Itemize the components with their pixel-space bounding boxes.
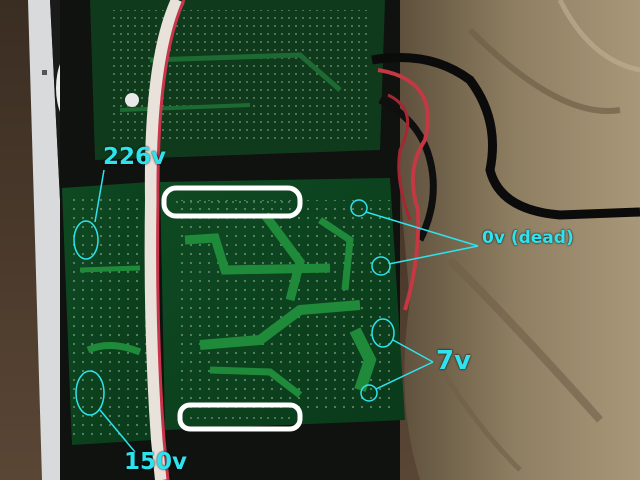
ribbon-cable: [144, 0, 185, 480]
measurement-circle-0v-top: [350, 199, 368, 217]
voltage-label-7v: 7v: [436, 346, 472, 376]
upper-pcb-trace: [149, 52, 342, 92]
upper-pcb-trace: [119, 103, 251, 112]
fabric-fold: [557, 0, 640, 73]
main-pcb-trace: [184, 233, 331, 275]
measurement-circle-226v: [73, 220, 99, 260]
annotation-marks: [73, 169, 479, 453]
measurement-circle-7v-bottom: [360, 384, 378, 402]
measurement-circle-7v-top: [371, 318, 395, 348]
main-pcb-trace: [349, 327, 377, 392]
panel-hole: [42, 70, 47, 75]
main-pcb-trace: [261, 212, 305, 302]
main-pcb-trace: [209, 366, 303, 398]
left-pcb-components: [70, 195, 148, 435]
connector-highlight-bottom: [177, 402, 303, 432]
black-cable: [378, 96, 437, 242]
measurement-circle-150v: [75, 370, 105, 416]
leader-line-0v-bottom: [388, 245, 479, 265]
voltage-label-0v-dead: 0v (dead): [482, 228, 574, 248]
leader-line-7v-bottom: [375, 361, 434, 390]
main-pcb-trace: [199, 300, 361, 350]
connector-pins-bottom: [188, 411, 292, 422]
connector-highlight-top: [161, 185, 303, 219]
measurement-circle-0v-bottom: [371, 256, 391, 276]
left-pcb-trace: [79, 265, 141, 273]
voltage-label-150v: 150v: [124, 449, 188, 475]
connector-pins-top: [172, 196, 292, 208]
leader-line-0v-top: [365, 211, 479, 247]
fabric-area: [392, 0, 640, 480]
leader-line-150v: [99, 409, 136, 453]
red-wire: [377, 68, 430, 311]
fabric-fold: [427, 348, 522, 472]
left-pcb-trace: [86, 342, 142, 356]
ribbon-cable-red-stripe: [156, 0, 186, 480]
red-wire: [387, 93, 412, 221]
fabric-fold: [467, 27, 621, 114]
black-cable: [371, 53, 640, 220]
fabric-fold: [447, 257, 603, 423]
leader-line-226v: [94, 169, 105, 223]
capacitor: [125, 93, 139, 107]
main-pcb-trace: [318, 217, 354, 291]
voltage-label-226v: 226v: [103, 144, 167, 170]
leader-line-7v-top: [392, 339, 434, 363]
